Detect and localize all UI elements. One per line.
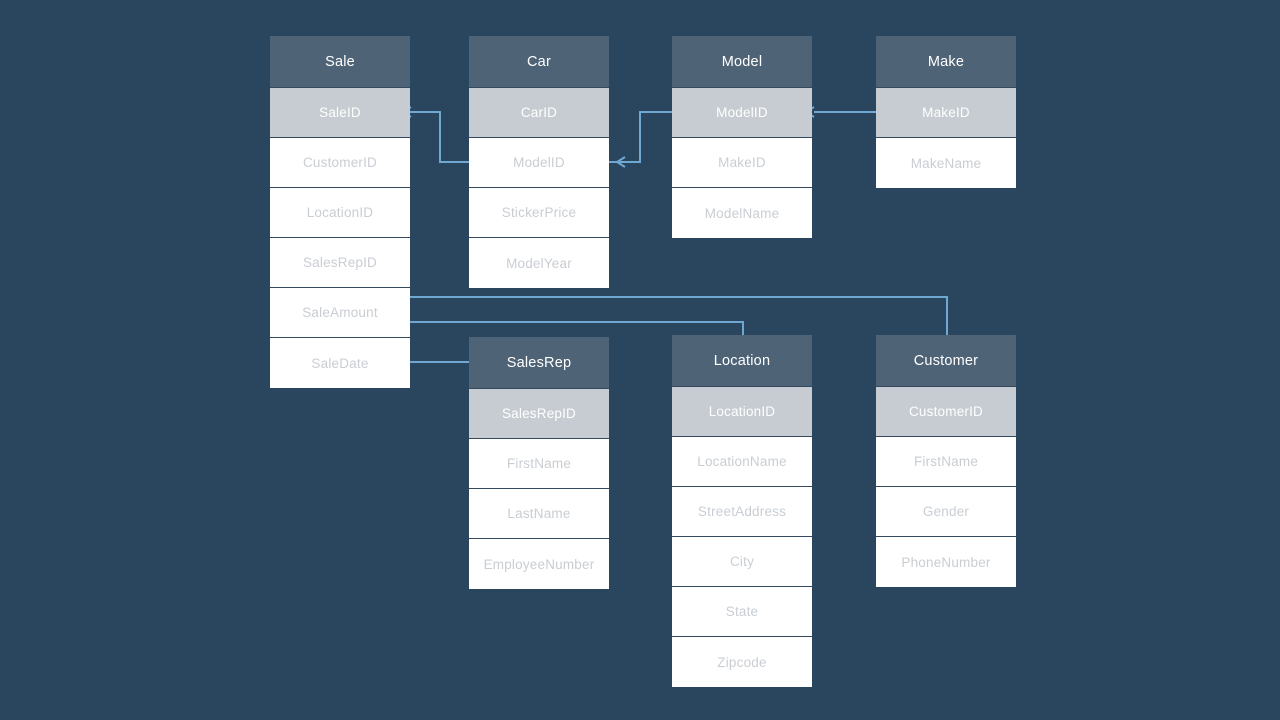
attribute-row-make-1[interactable]: MakeName [876, 138, 1016, 188]
attribute-label: MakeName [910, 155, 982, 171]
primary-key-row-customer-0[interactable]: CustomerID [876, 387, 1016, 437]
attribute-row-model-2[interactable]: ModelName [672, 188, 812, 238]
entity-title-salesrep: SalesRep [469, 337, 609, 389]
attribute-label: SalesRepID [501, 406, 577, 421]
attribute-row-customer-1[interactable]: FirstName [876, 437, 1016, 487]
attribute-row-car-1[interactable]: ModelID [469, 138, 609, 188]
attribute-label: FirstName [913, 454, 979, 469]
attribute-label: MakeID [718, 155, 766, 170]
attribute-row-location-3[interactable]: City [672, 537, 812, 587]
arrowhead-icon-marker-car-modelid [615, 156, 626, 168]
attribute-label: SaleAmount [302, 305, 378, 320]
attribute-label: MakeID [922, 105, 970, 120]
attribute-label: CustomerID [302, 155, 377, 170]
attribute-row-location-1[interactable]: LocationName [672, 437, 812, 487]
attribute-label: ModelID [716, 105, 768, 120]
connector-model-modelid-to-car-modelid [609, 111, 672, 163]
primary-key-row-sale-0[interactable]: SaleID [270, 88, 410, 138]
attribute-row-location-5[interactable]: Zipcode [672, 637, 812, 687]
attribute-row-location-2[interactable]: StreetAddress [672, 487, 812, 537]
attribute-row-salesrep-1[interactable]: FirstName [469, 439, 609, 489]
attribute-label: EmployeeNumber [483, 556, 595, 572]
attribute-row-location-4[interactable]: State [672, 587, 812, 637]
attribute-label: LocationID [306, 205, 374, 220]
entity-title-customer: Customer [876, 335, 1016, 387]
attribute-label: StreetAddress [697, 504, 787, 519]
connector-car-modelid-to-sale-saleid [410, 111, 471, 163]
attribute-label: LastName [507, 506, 571, 521]
attribute-row-sale-2[interactable]: LocationID [270, 188, 410, 238]
primary-key-row-car-0[interactable]: CarID [469, 88, 609, 138]
attribute-label: State [725, 604, 759, 619]
entity-title-make: Make [876, 36, 1016, 88]
attribute-label: FirstName [506, 456, 572, 471]
attribute-row-model-1[interactable]: MakeID [672, 138, 812, 188]
attribute-label: CarID [520, 105, 558, 120]
attribute-label: City [729, 554, 755, 569]
attribute-row-sale-4[interactable]: SaleAmount [270, 288, 410, 338]
attribute-row-sale-1[interactable]: CustomerID [270, 138, 410, 188]
attribute-label: ModelYear [506, 255, 572, 271]
attribute-row-customer-2[interactable]: Gender [876, 487, 1016, 537]
attribute-label: CustomerID [908, 404, 983, 419]
attribute-label: StickerPrice [501, 205, 577, 220]
entity-title-sale: Sale [270, 36, 410, 88]
attribute-label: Zipcode [717, 654, 767, 670]
primary-key-row-make-0[interactable]: MakeID [876, 88, 1016, 138]
attribute-label: ModelID [513, 155, 565, 170]
attribute-label: LocationName [697, 454, 787, 469]
attribute-label: LocationID [708, 404, 776, 419]
entity-title-location: Location [672, 335, 812, 387]
connector-location-to-sale-saleamount [410, 321, 744, 335]
attribute-row-salesrep-3[interactable]: EmployeeNumber [469, 539, 609, 589]
attribute-row-car-3[interactable]: ModelYear [469, 238, 609, 288]
attribute-label: PhoneNumber [901, 554, 991, 570]
attribute-label: Gender [922, 504, 970, 519]
primary-key-row-location-0[interactable]: LocationID [672, 387, 812, 437]
attribute-row-car-2[interactable]: StickerPrice [469, 188, 609, 238]
entity-title-model: Model [672, 36, 812, 88]
entity-title-car: Car [469, 36, 609, 88]
attribute-label: SalesRepID [302, 255, 378, 270]
attribute-label: SaleDate [311, 355, 369, 371]
attribute-row-sale-5[interactable]: SaleDate [270, 338, 410, 388]
attribute-label: SaleID [319, 105, 361, 120]
primary-key-row-salesrep-0[interactable]: SalesRepID [469, 389, 609, 439]
attribute-row-sale-3[interactable]: SalesRepID [270, 238, 410, 288]
attribute-row-customer-3[interactable]: PhoneNumber [876, 537, 1016, 587]
primary-key-row-model-0[interactable]: ModelID [672, 88, 812, 138]
connector-customer-to-sale-saleamount [410, 296, 948, 335]
attribute-label: ModelName [704, 205, 780, 221]
attribute-row-salesrep-2[interactable]: LastName [469, 489, 609, 539]
